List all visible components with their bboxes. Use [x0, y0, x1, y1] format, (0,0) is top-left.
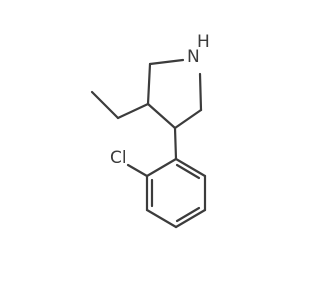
benzene-bond-bottom-to-lower-right — [174, 208, 207, 229]
hydrogen-label: H — [197, 32, 210, 52]
bond-c5-c4 — [173, 108, 203, 130]
benzene-double-bond-top-right — [175, 163, 201, 180]
benzene-bond-top-to-left — [145, 157, 178, 178]
bond-c2-n1 — [148, 58, 185, 66]
benzene-bond-lower-left-to-bottom — [145, 208, 178, 229]
benzene-bond-right-to-top — [174, 157, 207, 178]
bond-aryl-cl — [126, 163, 149, 178]
molecule-canvas: N H Cl — [90, 32, 210, 229]
bond-c3-ethyl-ch2 — [116, 102, 150, 120]
benzene-double-bond-bottom-right — [175, 206, 201, 223]
nitrogen-label: N — [187, 47, 200, 67]
bond-c4-c3 — [146, 102, 177, 130]
molecule-structure: N H Cl — [90, 32, 210, 229]
bond-ethyl-ch2-ch3 — [90, 90, 120, 120]
bond-c3-c2 — [146, 62, 152, 106]
bond-c4-aryl — [173, 126, 178, 161]
bond-n1-c5 — [198, 72, 203, 112]
chlorine-label: Cl — [110, 148, 127, 168]
